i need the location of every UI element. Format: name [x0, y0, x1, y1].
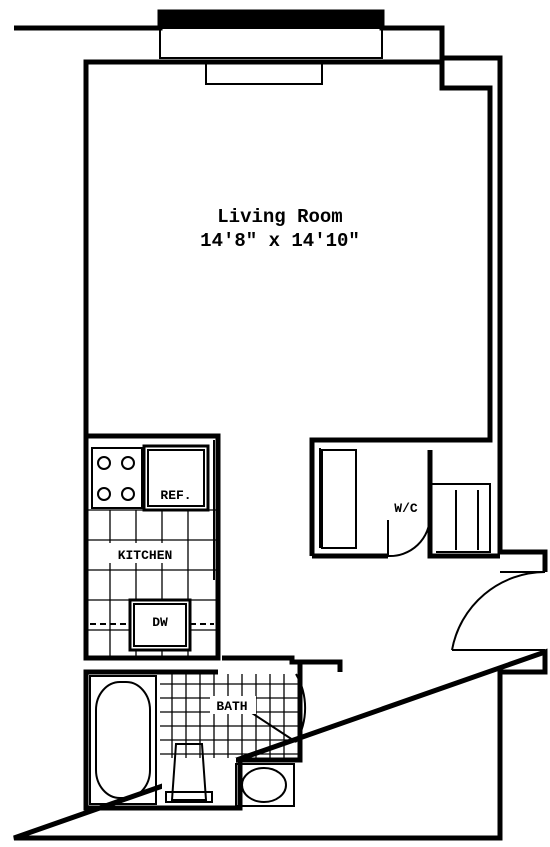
- living-room-wall: [83, 59, 493, 556]
- sink: [235, 763, 295, 807]
- bathroom-label: BATH: [216, 699, 247, 714]
- closet: [311, 440, 500, 559]
- living-room-dimensions: 14'8" x 14'10": [200, 230, 360, 252]
- dishwasher: DW: [128, 598, 192, 652]
- stove: [91, 447, 143, 509]
- refrigerator: REF.: [142, 444, 210, 512]
- window-sill: [205, 61, 323, 85]
- kitchen-label: KITCHEN: [118, 548, 173, 563]
- refrigerator-label: REF.: [160, 488, 191, 503]
- bathtub: [89, 675, 157, 805]
- window-top: [159, 14, 383, 59]
- exterior-wall: [13, 9, 548, 841]
- living-room-name: Living Room: [217, 206, 342, 228]
- toilet: [162, 743, 236, 804]
- entry-door: [451, 571, 546, 651]
- closet-label: W/C: [394, 501, 418, 516]
- dishwasher-label: DW: [152, 615, 168, 630]
